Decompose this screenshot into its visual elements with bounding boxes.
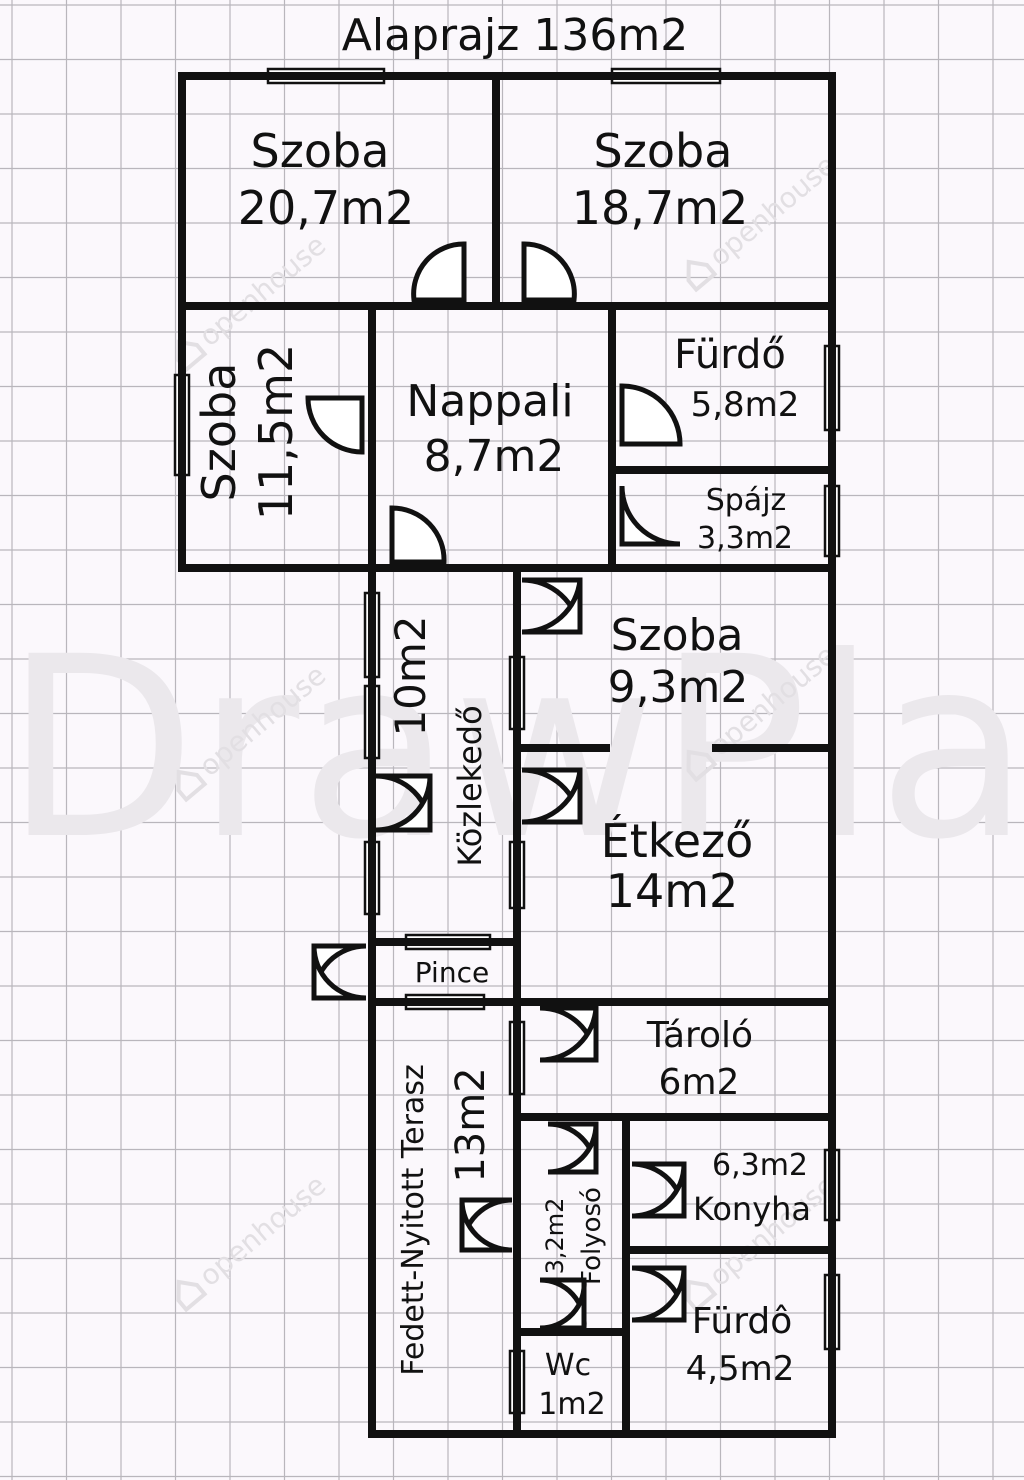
room-area: 18,7m2 — [572, 181, 749, 235]
room-name: Szoba — [192, 363, 246, 502]
door-icon — [375, 775, 433, 833]
room-area: 3,3m2 — [697, 521, 793, 556]
room-szoba-4: Szoba 9,3m2 — [608, 610, 749, 713]
room-etkezo: Étkező 14m2 — [601, 814, 754, 918]
room-area: 6,3m2 — [712, 1148, 808, 1183]
room-spajz: Spájz 3,3m2 — [697, 483, 793, 556]
room-area: 13m2 — [448, 1067, 494, 1182]
door-icon — [547, 1123, 599, 1175]
room-area: 11,5m2 — [249, 344, 303, 521]
room-name: Folyosó — [577, 1187, 607, 1285]
room-name: Fürdô — [692, 1301, 793, 1342]
door-icon — [631, 1267, 687, 1323]
door-icon — [411, 241, 467, 303]
house-icon — [176, 769, 208, 803]
door-icon — [619, 383, 683, 447]
room-furdo-1: Fürdő 5,8m2 — [674, 332, 799, 425]
door-icon — [521, 769, 583, 825]
door-icon — [539, 1279, 587, 1331]
room-szoba-1: Szoba 20,7m2 — [238, 124, 415, 235]
door-icon — [619, 485, 681, 547]
room-name: Tároló — [646, 1015, 753, 1056]
room-wc: Wc 1m2 — [538, 1348, 605, 1422]
room-name: Szoba — [611, 610, 744, 661]
room-area: 10m2 — [386, 615, 435, 736]
room-terasz: Fedett-Nyitott Terasz 13m2 — [396, 1064, 494, 1375]
house-icon — [686, 259, 718, 293]
house-icon — [686, 749, 718, 783]
room-name: Étkező — [601, 814, 754, 868]
room-konyha: 6,3m2 Konyha — [693, 1148, 811, 1228]
door-icon — [389, 505, 447, 565]
room-name: Nappali — [406, 376, 573, 427]
door-icon — [459, 1199, 513, 1253]
room-kozlekedo: 10m2 Közlekedő — [386, 615, 489, 866]
room-area: 4,5m2 — [686, 1349, 795, 1389]
room-name: Konyha — [693, 1190, 811, 1228]
door-icon — [305, 395, 365, 455]
room-area: 14m2 — [606, 864, 739, 918]
room-tarolo: Tároló 6m2 — [646, 1015, 753, 1103]
room-area: 1m2 — [538, 1387, 605, 1422]
room-nappali: Nappali 8,7m2 — [406, 376, 573, 482]
room-area: 3,2m2 — [541, 1198, 569, 1275]
room-area: 6m2 — [659, 1062, 740, 1103]
plan-title: Alaprajz 136m2 — [342, 10, 688, 61]
door-icon — [631, 1163, 687, 1219]
room-name: Fürdő — [674, 332, 786, 378]
door-icon — [311, 945, 367, 1001]
door-icon — [521, 579, 583, 635]
room-area: 9,3m2 — [608, 662, 749, 713]
door-icon — [539, 1007, 599, 1063]
room-name: Spájz — [706, 483, 787, 518]
walls — [178, 72, 836, 1438]
room-szoba-3: Szoba 11,5m2 — [192, 344, 303, 521]
room-szoba-2: Szoba 18,7m2 — [572, 124, 749, 235]
room-area: 5,8m2 — [691, 385, 800, 425]
room-name: Wc — [545, 1348, 591, 1383]
room-area: 8,7m2 — [424, 431, 565, 482]
room-folyoso: 3,2m2 Folyosó — [541, 1187, 607, 1285]
door-icon — [521, 241, 577, 303]
room-pince: Pince — [415, 956, 489, 989]
house-icon — [176, 1279, 208, 1313]
room-furdo-2: Fürdô 4,5m2 — [686, 1301, 795, 1389]
doors — [305, 241, 687, 1331]
room-area: 20,7m2 — [238, 181, 415, 235]
room-name: Szoba — [251, 124, 390, 178]
house-icon — [686, 1279, 718, 1313]
room-name: Közlekedő — [451, 705, 489, 866]
room-name: Szoba — [594, 124, 733, 178]
room-name: Pince — [415, 956, 489, 989]
room-name: Fedett-Nyitott Terasz — [396, 1064, 431, 1375]
